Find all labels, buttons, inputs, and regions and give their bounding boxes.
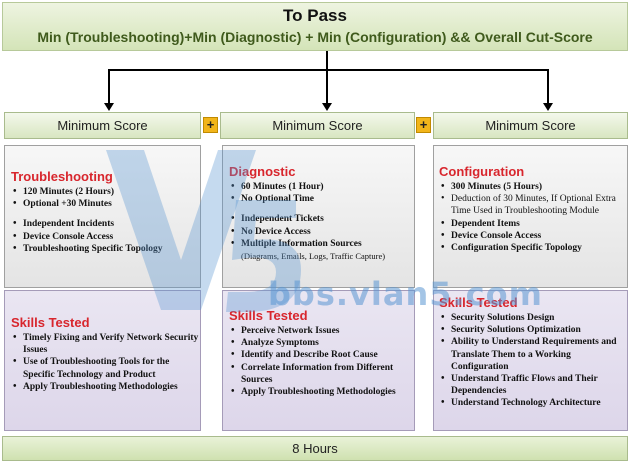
list-item: Analyze Symptoms (229, 337, 414, 349)
diagnostic-card: Diagnostic 60 Minutes (1 Hour) No Option… (222, 145, 415, 288)
list-item: No Optional Time (229, 193, 415, 205)
diagnostic-skills-card: Skills Tested Perceive Network Issues An… (222, 290, 415, 431)
list-item: No Device Access (229, 226, 415, 238)
list-item: Multiple Information Sources (229, 238, 415, 250)
list-item: Identify and Describe Root Cause (229, 349, 414, 361)
troubleshooting-skills-list: Timely Fixing and Verify Network Securit… (11, 332, 199, 393)
list-item: Timely Fixing and Verify Network Securit… (11, 332, 199, 356)
connector-stem (326, 51, 328, 70)
configuration-list: 300 Minutes (5 Hours) Deduction of 30 Mi… (439, 181, 627, 254)
total-hours: 8 Hours (2, 436, 628, 461)
list-item: Independent Incidents (11, 218, 201, 230)
list-item: Understand Traffic Flows and Their Depen… (439, 373, 627, 397)
title-main: To Pass (283, 6, 347, 25)
list-item: Apply Troubleshooting Methodologies (229, 386, 414, 398)
diagnostic-skills-list: Perceive Network Issues Analyze Symptoms… (229, 325, 414, 398)
configuration-title: Configuration (439, 164, 525, 179)
troubleshooting-list: 120 Minutes (2 Hours) Optional +30 Minut… (11, 186, 201, 255)
plus-sign-2: + (416, 117, 431, 133)
list-item: 300 Minutes (5 Hours) (439, 181, 627, 193)
configuration-skills-list: Security Solutions Design Security Solut… (439, 312, 627, 410)
list-item: Device Console Access (439, 230, 627, 242)
list-item: 60 Minutes (1 Hour) (229, 181, 415, 193)
connector-middle (326, 69, 328, 103)
troubleshooting-skills-title: Skills Tested (11, 315, 90, 330)
list-item: Security Solutions Design (439, 312, 627, 324)
list-item: Troubleshooting Specific Topology (11, 243, 201, 255)
list-item: Understand Technology Architecture (439, 397, 627, 409)
arrow-left (104, 103, 114, 111)
watermark-url: bbs.vlan5.com (268, 275, 543, 313)
configuration-card: Configuration 300 Minutes (5 Hours) Dedu… (433, 145, 628, 288)
minimum-score-configuration: Minimum Score (433, 112, 628, 139)
list-item: Perceive Network Issues (229, 325, 414, 337)
connector-right (547, 69, 549, 103)
list-item: 120 Minutes (2 Hours) (11, 186, 201, 198)
list-item: Configuration Specific Topology (439, 242, 627, 254)
connector-horizontal (108, 69, 549, 71)
troubleshooting-title: Troubleshooting (11, 169, 113, 184)
configuration-skills-card: Skills Tested Security Solutions Design … (433, 290, 628, 431)
minimum-score-diagnostic: Minimum Score (220, 112, 415, 139)
connector-left (108, 69, 110, 103)
troubleshooting-skills-card: Skills Tested Timely Fixing and Verify N… (4, 290, 201, 431)
configuration-skills-title: Skills Tested (439, 295, 518, 310)
list-item: Device Console Access (11, 231, 201, 243)
list-item: Apply Troubleshooting Methodologies (11, 381, 199, 393)
title-box: To Pass Min (Troubleshooting)+Min (Diagn… (2, 2, 628, 51)
list-item-note: (Diagrams, Emails, Logs, Traffic Capture… (241, 251, 386, 262)
arrow-middle (322, 103, 332, 111)
list-item: Independent Tickets (229, 213, 415, 225)
plus-sign-1: + (203, 117, 218, 133)
list-item: Dependent Items (439, 218, 627, 230)
troubleshooting-card: Troubleshooting 120 Minutes (2 Hours) Op… (4, 145, 201, 288)
diagnostic-list: 60 Minutes (1 Hour) No Optional Time Ind… (229, 181, 415, 262)
diagnostic-title: Diagnostic (229, 164, 296, 179)
list-item: Ability to Understand Requirements and T… (439, 336, 627, 373)
list-item: Deduction of 30 Minutes, If Optional Ext… (439, 193, 627, 217)
title-subtitle: Min (Troubleshooting)+Min (Diagnostic) +… (37, 29, 593, 45)
list-item: Use of Troubleshooting Tools for the Spe… (11, 356, 199, 380)
arrow-right (543, 103, 553, 111)
list-item: Correlate Information from Different Sou… (229, 362, 414, 386)
list-item: Security Solutions Optimization (439, 324, 627, 336)
list-item: Optional +30 Minutes (11, 198, 201, 210)
diagnostic-skills-title: Skills Tested (229, 308, 308, 323)
minimum-score-troubleshooting: Minimum Score (4, 112, 201, 139)
